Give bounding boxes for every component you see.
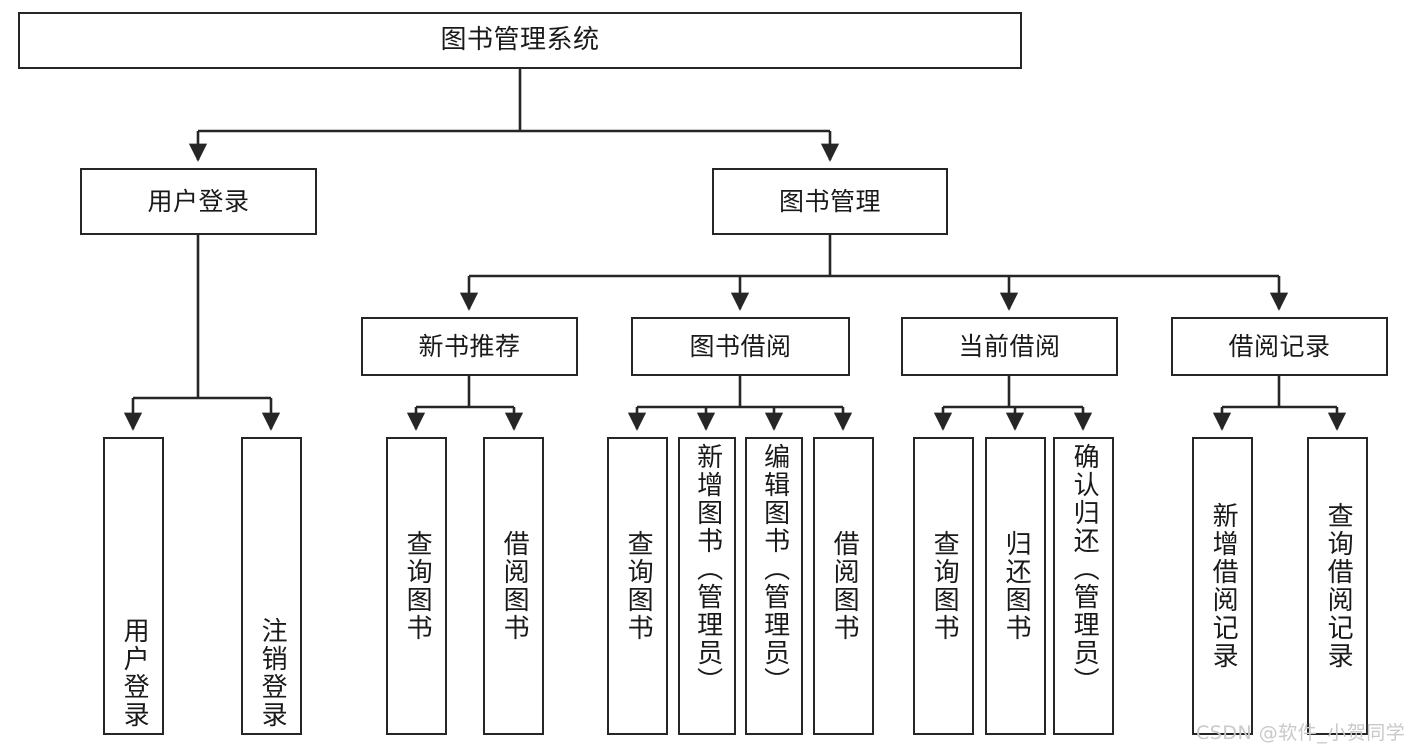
node-current-borrow[interactable]: 当前借阅 — [901, 317, 1118, 376]
leaf-query-book-recommend[interactable]: 查询图书 — [386, 437, 447, 735]
leaf-confirm-return-admin[interactable]: 确认归还（管理员） — [1053, 437, 1114, 735]
node-label: 查询借阅记录 — [1323, 502, 1354, 670]
leaf-query-book-current[interactable]: 查询图书 — [913, 437, 974, 735]
node-label: 编辑图书（管理员） — [759, 443, 790, 695]
node-label: 借阅图书 — [499, 530, 530, 642]
leaf-add-book-admin[interactable]: 新增图书（管理员） — [678, 437, 736, 735]
node-label: 新增图书（管理员） — [692, 443, 723, 695]
node-label: 借阅图书 — [829, 530, 860, 642]
node-label: 图书借阅 — [689, 331, 792, 361]
node-label: 图书管理系统 — [440, 25, 600, 56]
leaf-borrow-book-recommend[interactable]: 借阅图书 — [483, 437, 544, 735]
node-label: 当前借阅 — [958, 331, 1061, 361]
node-user-login[interactable]: 用户登录 — [80, 168, 317, 235]
csdn-watermark: CSDN @软件_小贺同学 — [1196, 722, 1405, 744]
leaf-query-book-borrow[interactable]: 查询图书 — [607, 437, 668, 735]
node-label: 查询图书 — [623, 530, 654, 642]
node-label: 归还图书 — [1001, 530, 1032, 642]
node-label: 注销登录 — [257, 617, 288, 729]
node-label: 借阅记录 — [1228, 331, 1331, 361]
node-root-system[interactable]: 图书管理系统 — [18, 12, 1022, 69]
leaf-borrow-book[interactable]: 借阅图书 — [813, 437, 874, 735]
leaf-return-book[interactable]: 归还图书 — [985, 437, 1046, 735]
leaf-edit-book-admin[interactable]: 编辑图书（管理员） — [745, 437, 803, 735]
node-book-borrow[interactable]: 图书借阅 — [631, 317, 850, 376]
node-label: 用户登录 — [147, 186, 250, 216]
node-label: 用户登录 — [119, 617, 150, 729]
leaf-user-login[interactable]: 用户登录 — [103, 437, 164, 735]
node-label: 图书管理 — [778, 186, 881, 216]
node-label: 查询图书 — [402, 530, 433, 642]
node-book-management[interactable]: 图书管理 — [712, 168, 948, 235]
node-label: 确认归还（管理员） — [1069, 443, 1100, 695]
node-borrow-records[interactable]: 借阅记录 — [1171, 317, 1388, 376]
leaf-query-borrow-record[interactable]: 查询借阅记录 — [1307, 437, 1368, 735]
node-label: 新书推荐 — [418, 331, 521, 361]
node-new-book-recommend[interactable]: 新书推荐 — [361, 317, 578, 376]
node-label: 新增借阅记录 — [1208, 502, 1239, 670]
leaf-logout[interactable]: 注销登录 — [241, 437, 302, 735]
node-label: 查询图书 — [929, 530, 960, 642]
leaf-add-borrow-record[interactable]: 新增借阅记录 — [1192, 437, 1253, 735]
